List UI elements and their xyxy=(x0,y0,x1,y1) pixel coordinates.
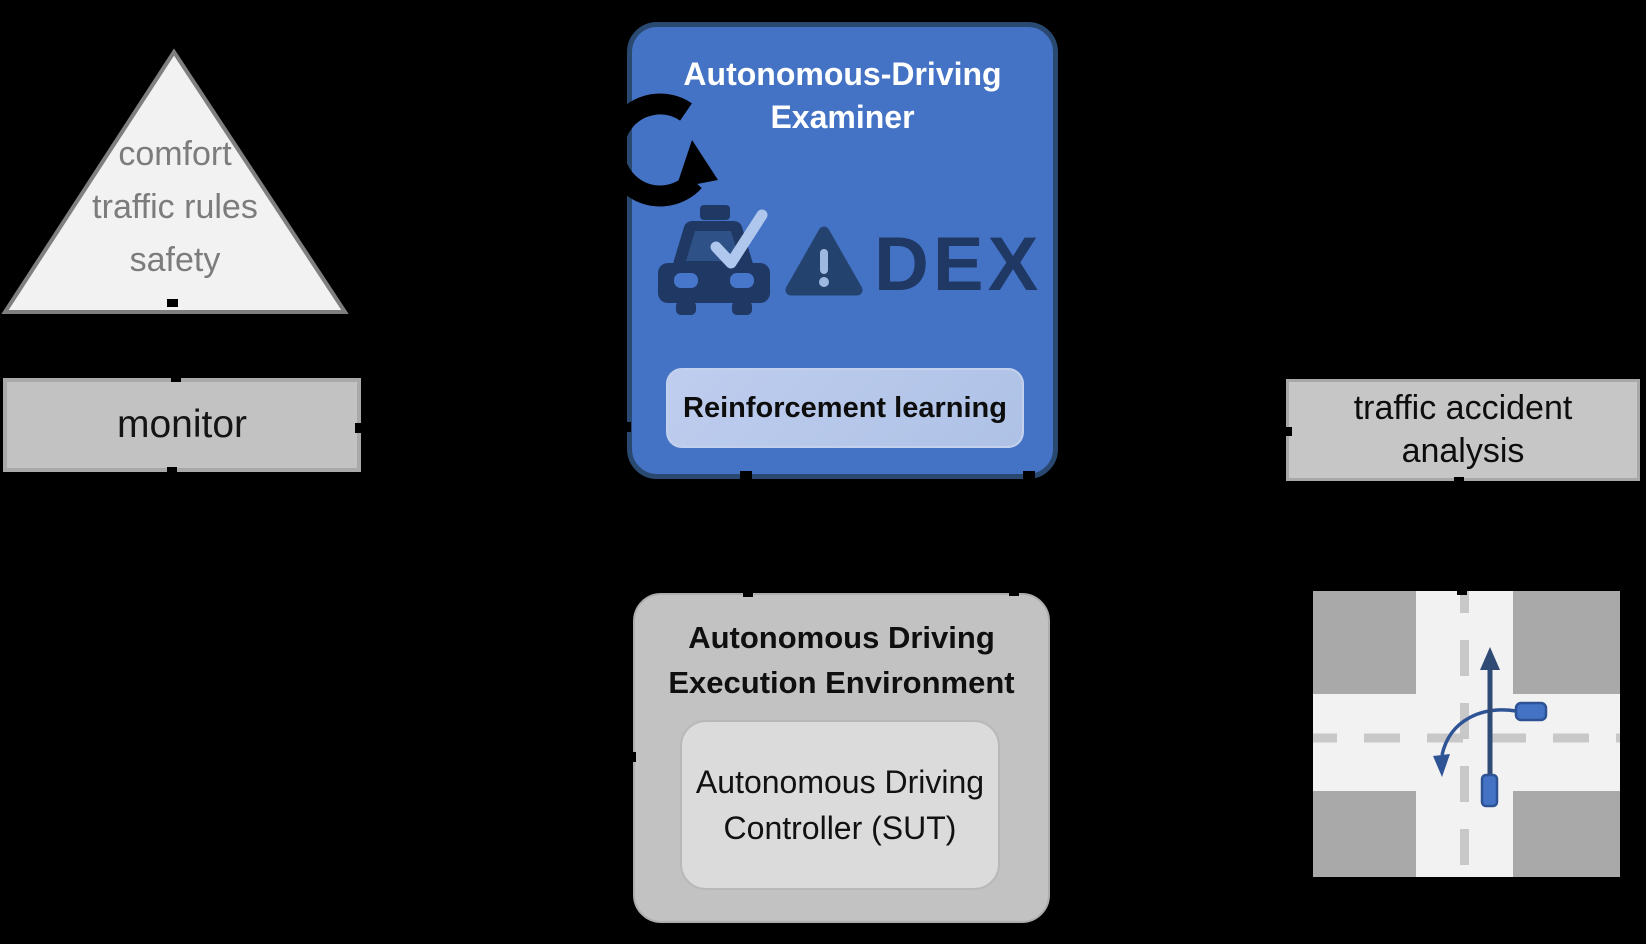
car-horizontal xyxy=(1514,701,1548,722)
turn-arrow-head xyxy=(1433,754,1450,777)
execution-environment-title: Autonomous Driving Execution Environment xyxy=(668,620,1015,700)
connector-artifact xyxy=(740,471,752,479)
connector-artifact xyxy=(1023,471,1035,479)
taxi-check-icon xyxy=(658,205,770,315)
connector-artifact xyxy=(167,467,177,474)
reinforcement-learning-label: Reinforcement learning xyxy=(683,391,1007,424)
requirements-pyramid xyxy=(1,48,349,314)
controller-sut-box: Autonomous Driving Controller (SUT) xyxy=(680,720,1000,890)
connector-artifact xyxy=(629,752,636,762)
corner-block xyxy=(1513,791,1620,877)
connector-artifact xyxy=(1009,589,1019,596)
connector-artifact xyxy=(171,375,181,382)
connector-artifact xyxy=(355,423,366,433)
straight-arrow-head xyxy=(1480,647,1500,670)
pyramid-labels: comfort traffic rules safety xyxy=(40,128,310,287)
traffic-accident-analysis-box: traffic accident analysis xyxy=(1286,379,1640,481)
warning-triangle-icon xyxy=(785,226,863,296)
corner-block xyxy=(1313,591,1416,694)
corner-block xyxy=(1513,591,1620,694)
controller-sut-label: Autonomous Driving Controller (SUT) xyxy=(695,764,985,846)
corner-block xyxy=(1313,791,1416,877)
examiner-title: Autonomous-Driving Examiner xyxy=(683,56,1002,135)
checkmark-icon xyxy=(710,209,768,269)
connector-artifact xyxy=(1457,588,1467,595)
monitor-label: monitor xyxy=(116,403,248,446)
pyramid-level-safety: safety xyxy=(129,241,221,279)
car-vertical xyxy=(1480,773,1499,808)
connector-artifact xyxy=(1283,427,1292,436)
intersection-illustration xyxy=(1313,591,1620,877)
connector-artifact xyxy=(1454,477,1464,484)
examiner-box: Autonomous-Driving Examiner DEX xyxy=(627,22,1058,479)
pyramid-level-traffic-rules: traffic rules xyxy=(92,188,258,226)
pyramid-level-comfort: comfort xyxy=(118,135,232,173)
reinforcement-learning-box: Reinforcement learning xyxy=(666,368,1024,448)
connector-artifact xyxy=(623,422,631,432)
turn-arrow-icon xyxy=(1440,708,1517,756)
execution-environment-box: Autonomous Driving Execution Environment… xyxy=(633,593,1050,923)
pyramid-shape xyxy=(1,48,349,314)
connector-artifact xyxy=(167,299,178,307)
dex-logo: DEX xyxy=(656,199,1042,315)
dex-wordmark: DEX xyxy=(874,222,1043,307)
monitor-box: monitor xyxy=(3,378,361,472)
traffic-accident-analysis-label: traffic accident analysis xyxy=(1353,389,1573,470)
connector-artifact xyxy=(743,590,753,597)
cycle-arrow-icon xyxy=(603,93,718,207)
